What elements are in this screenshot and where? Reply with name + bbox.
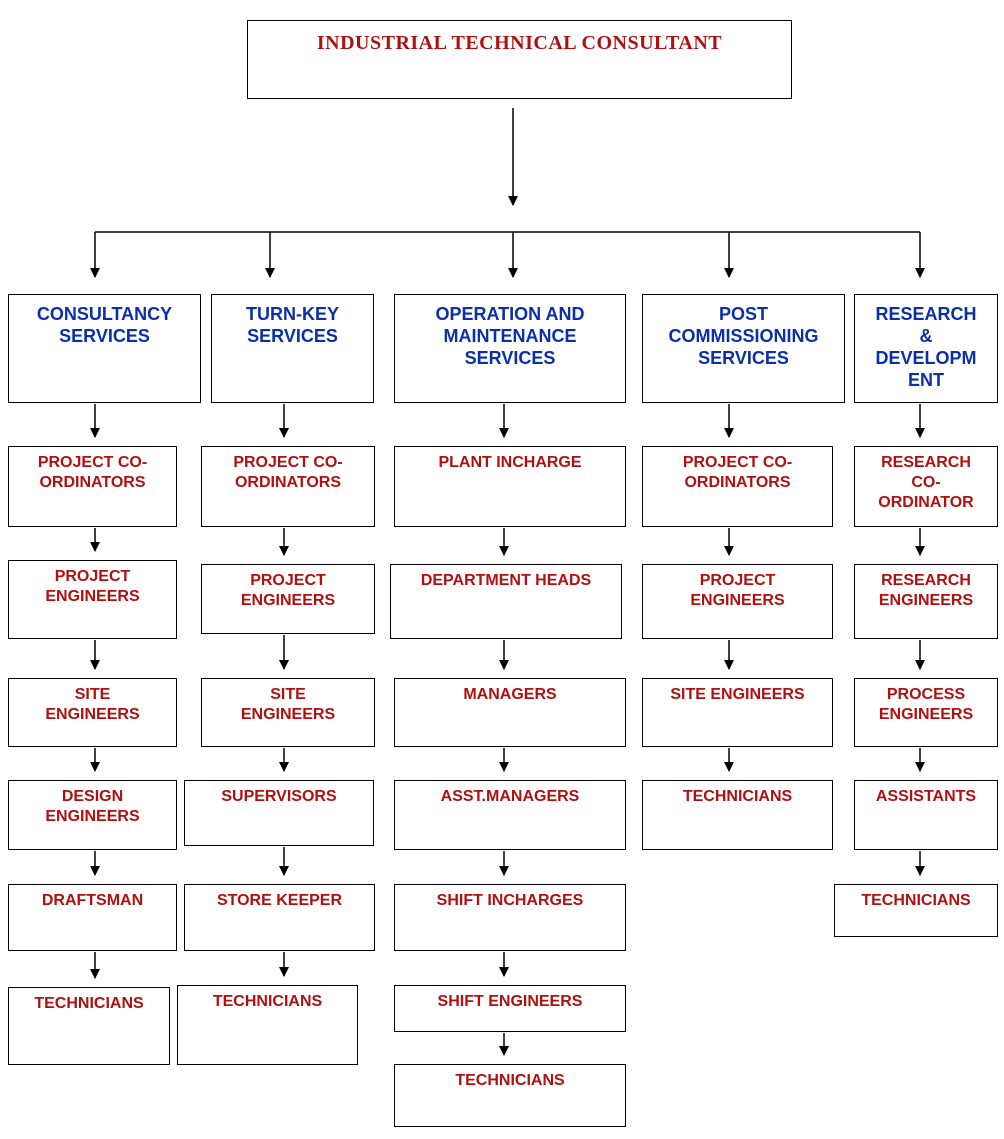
role-node-text-line: SITE: [270, 686, 306, 703]
role-node: TECHNICIANS: [834, 884, 998, 937]
role-node-text-line: CO-: [911, 474, 941, 491]
role-node: MANAGERS: [394, 678, 626, 747]
role-node: PROJECT ENGINEERS: [642, 564, 833, 639]
service-node-text-line: SERVICES: [464, 348, 556, 368]
service-node-text-line: SERVICES: [247, 326, 338, 346]
role-node-text-line: PROJECT CO-: [682, 454, 793, 471]
role-node-text-line: RESEARCH: [881, 454, 971, 471]
role-node-text-line: PROCESS: [886, 686, 966, 703]
role-node-text-line: TECHNICIANS: [212, 993, 323, 1010]
role-node-text-line: SHIFT ENGINEERS: [437, 993, 583, 1010]
service-node-text-line: COMMISSIONING: [668, 326, 819, 346]
role-node: STORE KEEPER: [184, 884, 375, 951]
role-node-text-line: DRAFTSMAN: [41, 892, 144, 909]
role-node: ASST.MANAGERS: [394, 780, 626, 850]
root-node: INDUSTRIAL TECHNICAL CONSULTANT: [247, 20, 792, 99]
role-node-text-line: PROJECT CO-: [233, 454, 343, 471]
role-node: DEPARTMENT HEADS: [390, 564, 622, 639]
role-node: TECHNICIANS: [394, 1064, 626, 1127]
role-node: PROJECT CO- ORDINATORS: [642, 446, 833, 527]
service-node-text-line: POST: [718, 304, 768, 324]
role-node: SITE ENGINEERS: [642, 678, 833, 747]
role-node: ASSISTANTS: [854, 780, 998, 850]
role-node: PROJECT ENGINEERS: [201, 564, 375, 634]
role-node-text-line: ENGINEERS: [690, 592, 785, 609]
role-node-text-line: STORE KEEPER: [216, 892, 343, 909]
role-node-text-line: RESEARCH: [881, 572, 971, 589]
service-node-text-line: SERVICES: [59, 326, 150, 346]
role-node-text-line: PROJECT: [54, 568, 131, 585]
role-node-text-line: ORDINATORS: [234, 474, 342, 491]
role-node: SUPERVISORS: [184, 780, 374, 846]
role-node: SHIFT INCHARGES: [394, 884, 626, 951]
role-node: PLANT INCHARGE: [394, 446, 626, 527]
role-node-text-line: ORDINATORS: [39, 474, 146, 491]
role-node-text-line: ASST.MANAGERS: [440, 788, 580, 805]
role-node: TECHNICIANS: [642, 780, 833, 850]
role-node: PROJECT CO- ORDINATORS: [201, 446, 375, 527]
role-node: RESEARCH ENGINEERS: [854, 564, 998, 639]
role-node-text-line: DESIGN: [61, 788, 124, 805]
role-node-text-line: PROJECT: [699, 572, 776, 589]
role-node-text-line: SHIFT INCHARGES: [436, 892, 584, 909]
role-node-text-line: TECHNICIANS: [682, 788, 793, 805]
role-node-text-line: ENGINEERS: [240, 706, 336, 723]
role-node: SITE ENGINEERS: [8, 678, 177, 747]
role-node-text-line: DEPARTMENT HEADS: [420, 572, 592, 589]
role-node: RESEARCH CO- ORDINATOR: [854, 446, 998, 527]
role-node-text-line: ORDINATORS: [684, 474, 791, 491]
role-node-text-line: MANAGERS: [463, 686, 557, 703]
service-node-text-line: OPERATION AND: [435, 304, 585, 324]
service-node-text-line: SERVICES: [698, 348, 789, 368]
role-node-text-line: SITE: [74, 686, 111, 703]
service-node-text-line: &: [919, 326, 933, 346]
role-node-text-line: ASSISTANTS: [875, 788, 977, 805]
role-node: PROJECT CO- ORDINATORS: [8, 446, 177, 527]
role-node-text-line: TECHNICIANS: [34, 995, 144, 1012]
role-node-text-line: ENGINEERS: [878, 706, 974, 723]
role-node-text-line: TECHNICIANS: [455, 1072, 565, 1089]
role-node-text-line: PLANT INCHARGE: [438, 454, 582, 471]
role-node: SITE ENGINEERS: [201, 678, 375, 747]
role-node: TECHNICIANS: [177, 985, 358, 1065]
service-node-text-line: ENT: [908, 370, 944, 390]
role-node: PROJECT ENGINEERS: [8, 560, 177, 639]
role-node-text-line: ENGINEERS: [45, 588, 140, 605]
service-node-text-line: CONSULTANCY: [36, 304, 173, 324]
service-node-text-line: MAINTENANCE: [443, 326, 577, 346]
service-node-text-line: TURN-KEY: [246, 304, 339, 324]
role-node: DESIGN ENGINEERS: [8, 780, 177, 850]
role-node: PROCESS ENGINEERS: [854, 678, 998, 747]
role-node-text-line: ENGINEERS: [45, 808, 140, 825]
role-node-text-line: TECHNICIANS: [861, 892, 971, 909]
role-node-text-line: PROJECT: [250, 572, 326, 589]
role-node: DRAFTSMAN: [8, 884, 177, 951]
role-node-text-line: SUPERVISORS: [221, 788, 337, 805]
role-node-text-line: SITE ENGINEERS: [670, 686, 805, 703]
role-node: SHIFT ENGINEERS: [394, 985, 626, 1032]
role-node-text-line: ENGINEERS: [240, 592, 336, 609]
role-node-text-line: ORDINATOR: [878, 494, 974, 511]
service-node-text-line: DEVELOPM: [875, 348, 977, 368]
role-node: TECHNICIANS: [8, 987, 170, 1065]
role-node-text-line: ENGINEERS: [45, 706, 140, 723]
role-node-text-line: ENGINEERS: [878, 592, 974, 609]
role-node-text-line: PROJECT CO-: [37, 454, 148, 471]
service-node-text-line: RESEARCH: [875, 304, 977, 324]
